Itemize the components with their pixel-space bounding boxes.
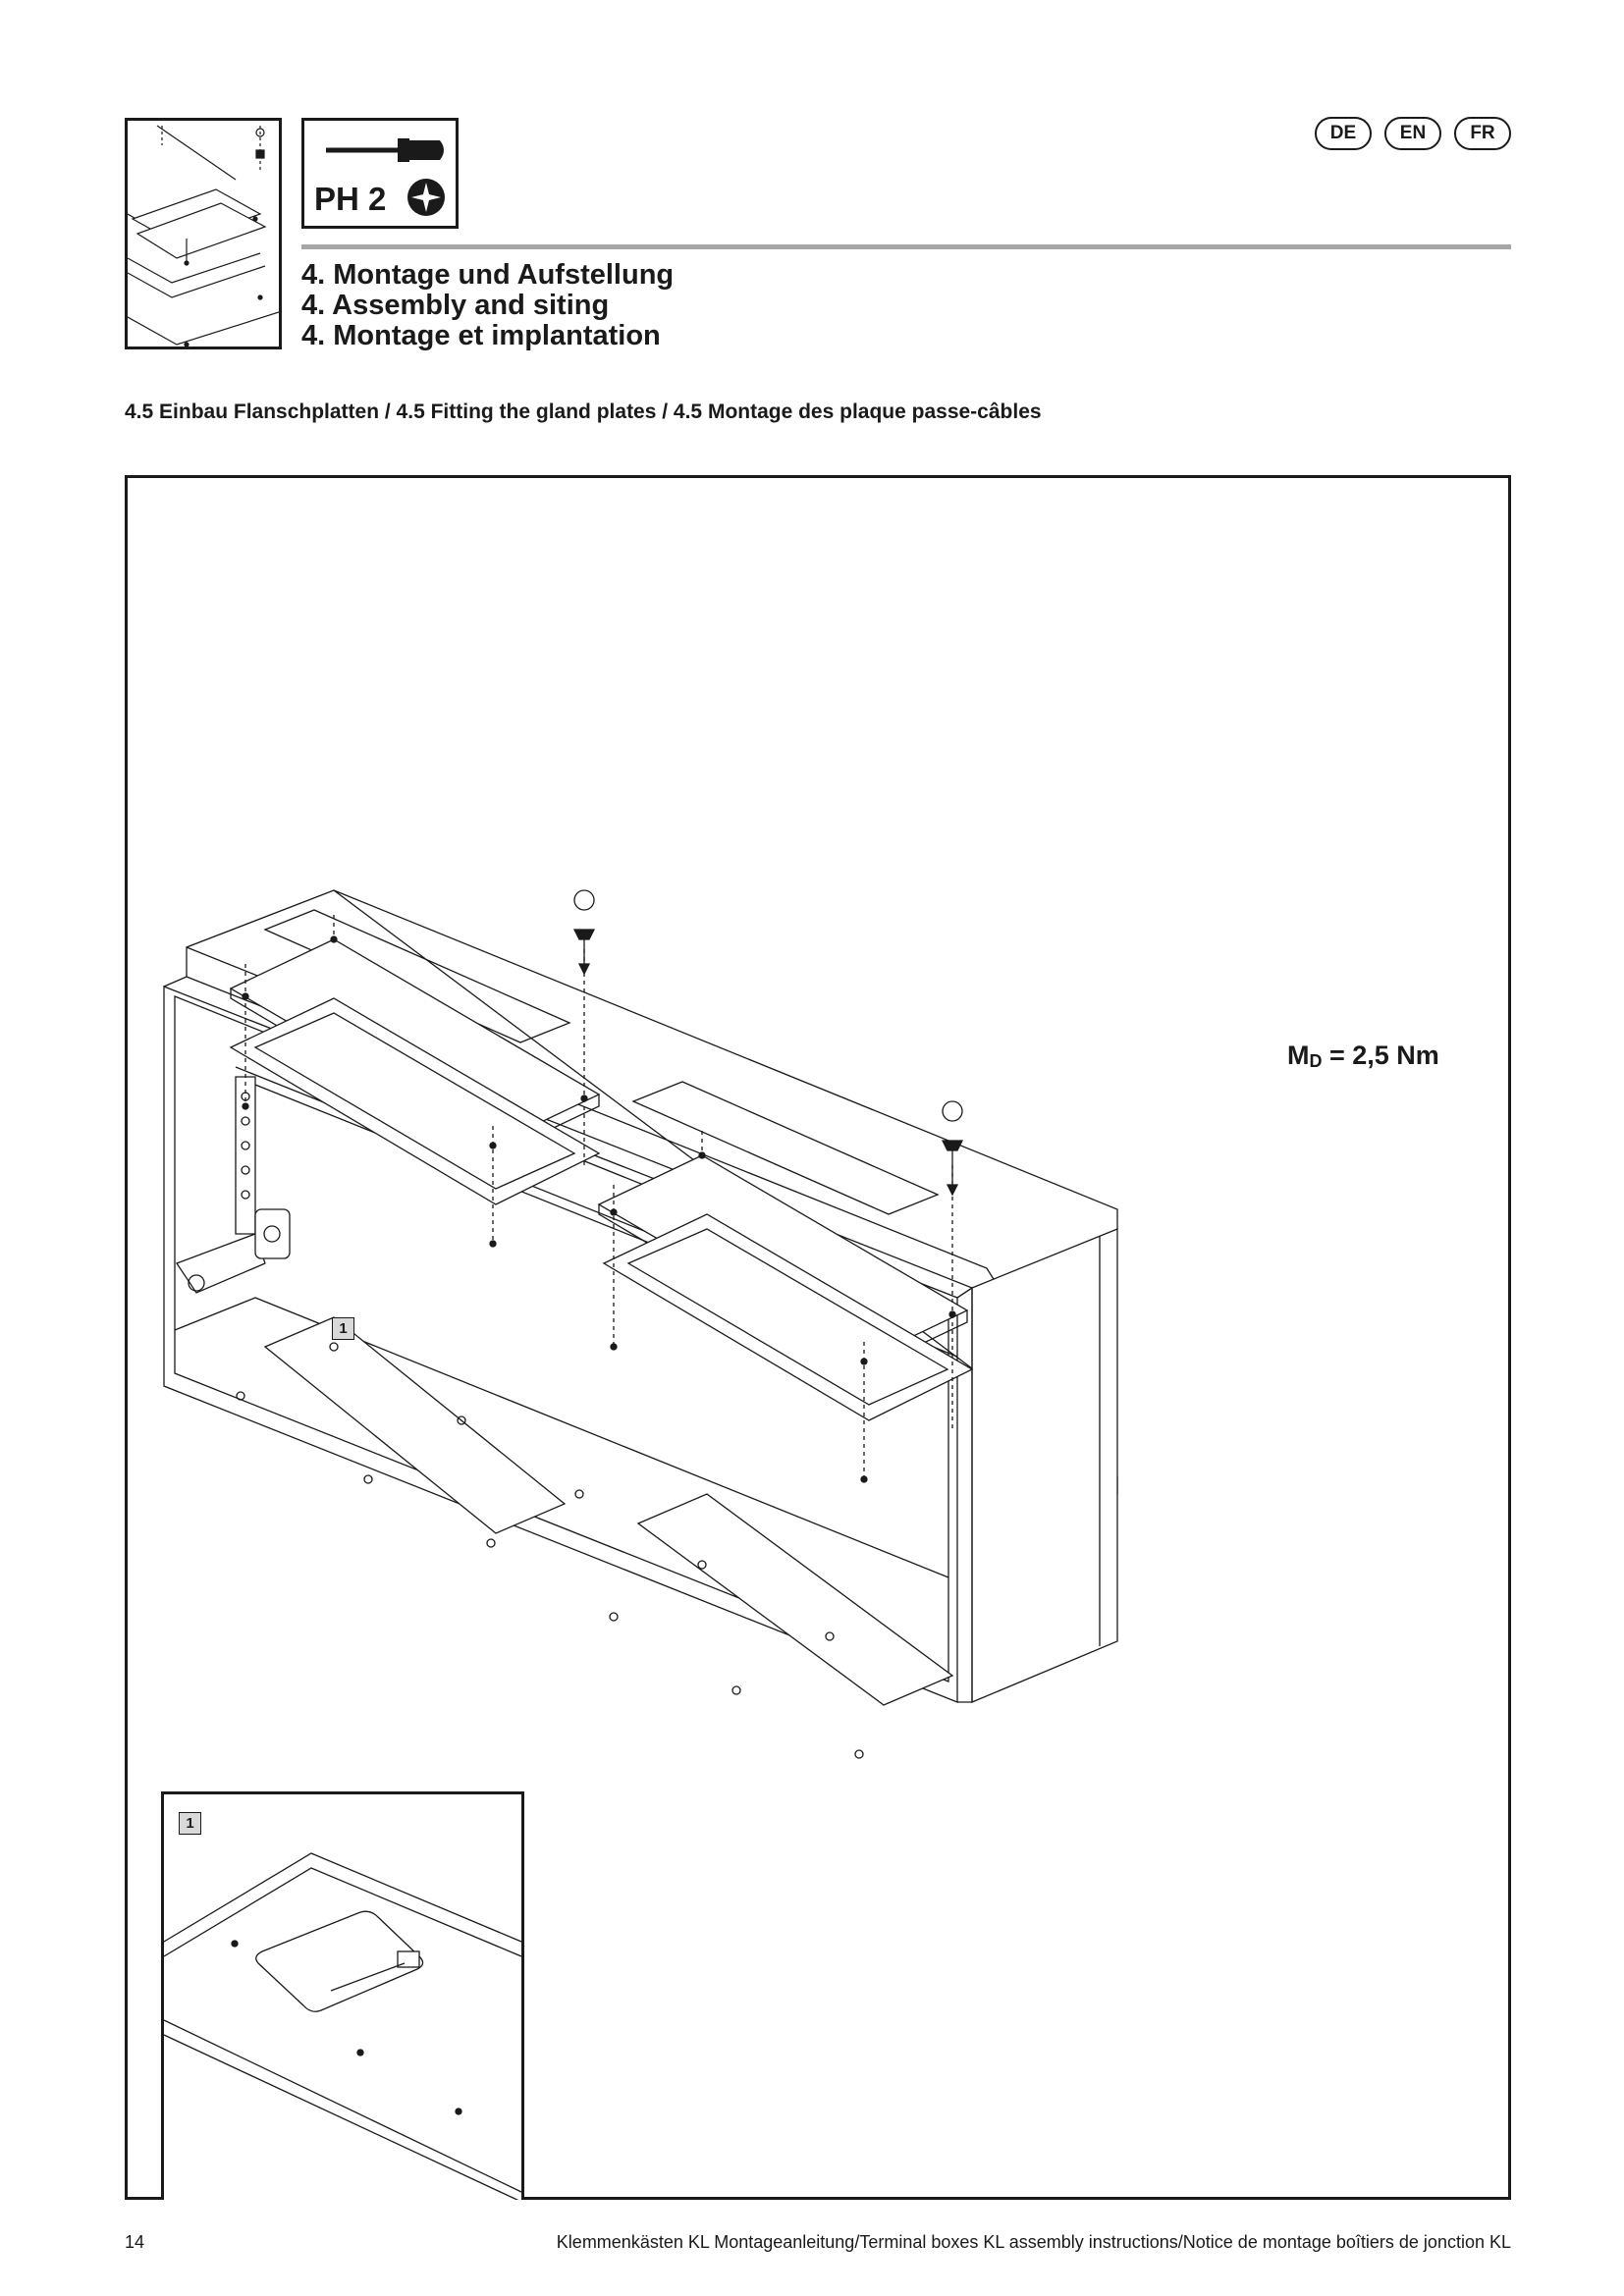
detail-inset: 1: [161, 1791, 524, 2200]
language-badge-fr: FR: [1454, 117, 1511, 150]
detail-callout-marker: 1: [179, 1812, 201, 1835]
assembly-figure: 1: [125, 475, 1511, 2200]
section-title-fr: 4. Montage et implantation: [301, 320, 661, 351]
header-divider: [301, 244, 1511, 249]
assembly-drawing: [163, 889, 1118, 1759]
footer-text: Klemmenkästen KL Montageanleitung/Termin…: [556, 2232, 1511, 2252]
section-thumbnail-image: [125, 118, 282, 349]
language-badge-en: EN: [1384, 117, 1441, 150]
language-badge-de: DE: [1315, 117, 1372, 150]
tool-label: PH 2: [314, 181, 387, 217]
section-title-en: 4. Assembly and siting: [301, 290, 610, 321]
page-number: 14: [125, 2232, 145, 2252]
section-title-de: 4. Montage und Aufstellung: [301, 259, 675, 291]
subsection-title: 4.5 Einbau Flanschplatten / 4.5 Fitting …: [125, 400, 1042, 423]
screwdriver-icon: [326, 138, 444, 162]
torque-label: MD = 2,5 Nm: [1287, 1041, 1439, 1071]
phillips-head-icon: [407, 179, 445, 216]
callout-marker: 1: [332, 1317, 354, 1340]
detail-drawing: [164, 1852, 521, 2200]
section-heading: 4. Montage und Aufstellung 4. Assembly a…: [301, 260, 674, 351]
tool-requirement-box: PH 2: [301, 118, 459, 229]
